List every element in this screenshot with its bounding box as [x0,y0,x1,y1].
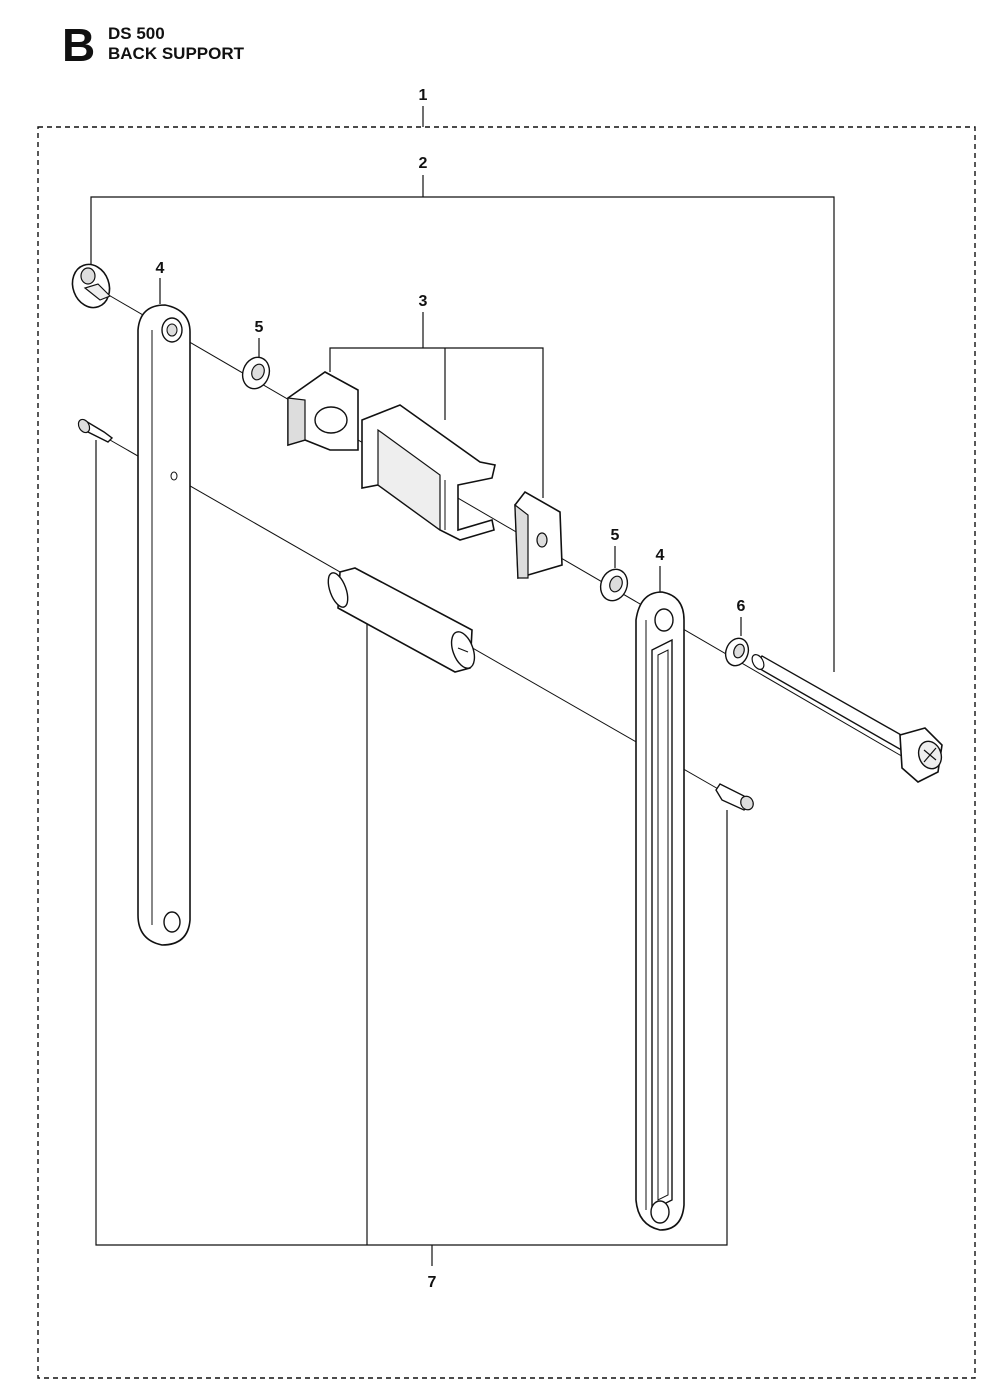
bushing-part [327,567,476,673]
diagram-title: BACK SUPPORT [108,44,245,63]
left-clamp-block-part [287,371,359,451]
section-letter: B [62,19,96,71]
end-cap-part [71,263,112,309]
bracket-3 [329,347,544,498]
long-bolt-part [751,654,943,783]
callout-1: 1 [419,87,428,104]
right-arm-part [635,591,685,1231]
bracket-7 [95,440,728,1246]
bracket-2 [90,196,835,672]
model-name: DS 500 [108,24,165,43]
callout-4b: 4 [656,547,665,564]
right-washer-part [599,568,629,602]
center-spacer-part [361,404,496,541]
left-arm-part [137,304,191,946]
assembly-boundary [37,126,976,1379]
right-screw-part [715,783,754,811]
callout-4a: 4 [156,260,165,277]
callout-6: 6 [737,598,746,615]
callout-5b: 5 [611,527,620,544]
small-washer-part [724,637,750,667]
left-washer-part [241,356,271,390]
left-screw-part [77,418,114,443]
upper-assembly-axis [99,289,906,759]
callout-3: 3 [419,293,428,310]
callout-5a: 5 [255,319,264,336]
right-clamp-block-part [514,490,563,580]
callout-2: 2 [419,155,428,172]
callout-7: 7 [428,1274,437,1291]
